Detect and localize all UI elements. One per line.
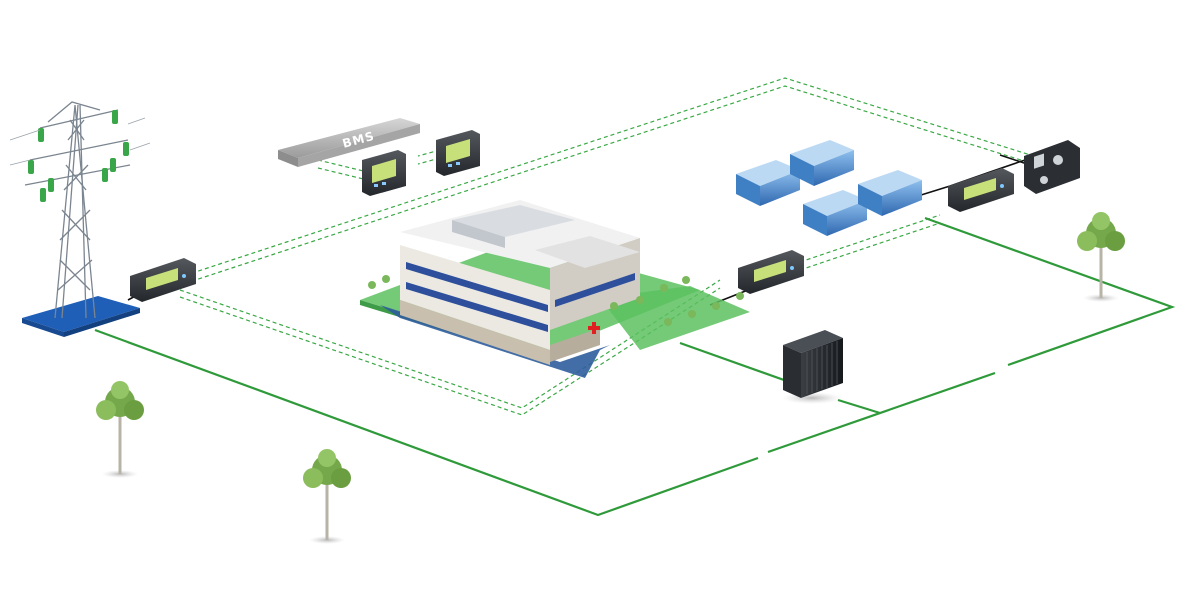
generator-icon (736, 140, 922, 236)
power-lines (94, 216, 1176, 517)
tree-left (96, 381, 144, 478)
transformer-icon (782, 330, 843, 404)
controller-mains (738, 250, 804, 294)
small-trees (368, 275, 744, 326)
controller-genset (948, 168, 1014, 212)
power-pylon-icon (9, 101, 151, 337)
controller-bms-right (436, 130, 480, 176)
controller-bms-left (362, 150, 406, 196)
hospital-icon (360, 200, 750, 378)
tree-right (1077, 212, 1125, 302)
controller-panel-right (1024, 140, 1080, 194)
bms-unit: BMS (278, 118, 420, 167)
tree-center (303, 449, 351, 544)
controller-grid (130, 258, 196, 302)
